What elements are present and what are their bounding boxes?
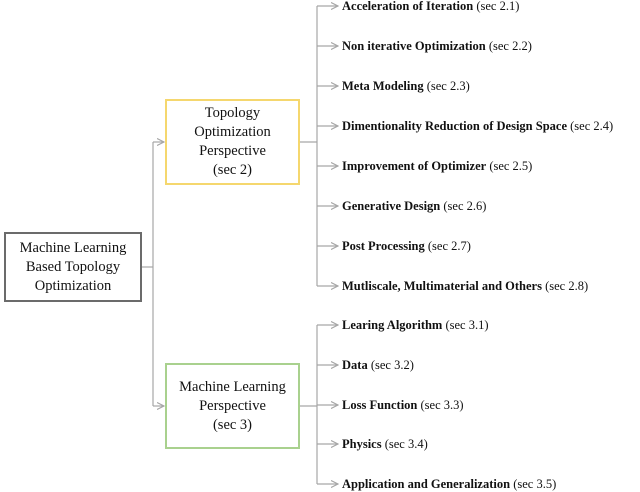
root-line: Based Topology [25, 258, 121, 275]
leaf-title: Data [342, 358, 368, 372]
leaf-section: (sec 2.6) [440, 199, 487, 213]
leaf-title: Dimentionality Reduction of Design Space [342, 119, 567, 133]
topology-optimization-node: Topology Optimization Perspective (sec 2… [165, 99, 300, 185]
branch-line: Perspective [199, 397, 266, 414]
leaf-item: Improvement of Optimizer (sec 2.5) [342, 158, 532, 174]
leaf-item: Data (sec 3.2) [342, 357, 414, 373]
leaf-item: Application and Generalization (sec 3.5) [342, 476, 556, 492]
leaf-item: Physics (sec 3.4) [342, 436, 428, 452]
leaf-title: Acceleration of Iteration [342, 0, 474, 13]
leaf-section: (sec 3.4) [381, 437, 428, 451]
branch-line: Topology [204, 105, 261, 121]
leaf-section: (sec 2.4) [567, 119, 614, 133]
leaf-section: (sec 3.2) [367, 358, 414, 372]
leaf-section: (sec 3.3) [417, 398, 464, 412]
root-node: Machine Learning Based Topology Optimiza… [4, 232, 142, 302]
root-line: Optimization [34, 277, 112, 294]
branch-line: Perspective [199, 143, 266, 159]
leaf-item: Loss Function (sec 3.3) [342, 397, 464, 413]
leaf-item: Mutliscale, Multimaterial and Others (se… [342, 278, 588, 294]
leaf-title: Generative Design [342, 199, 441, 213]
branch-line: (sec 2) [212, 162, 253, 178]
leaf-section: (sec 2.2) [485, 39, 532, 53]
leaf-title: Non iterative Optimization [342, 39, 486, 53]
machine-learning-node: Machine Learning Perspective (sec 3) [165, 363, 300, 449]
leaf-item: Generative Design (sec 2.6) [342, 198, 486, 214]
leaf-title: Improvement of Optimizer [342, 159, 487, 173]
leaf-section: (sec 2.5) [486, 159, 533, 173]
leaf-section: (sec 3.1) [442, 318, 489, 332]
leaf-section: (sec 2.3) [423, 79, 470, 93]
leaf-section: (sec 2.7) [424, 239, 471, 253]
leaf-item: Acceleration of Iteration (sec 2.1) [342, 0, 519, 14]
leaf-title: Application and Generalization [342, 477, 511, 491]
leaf-title: Loss Function [342, 398, 418, 412]
leaf-section: (sec 3.5) [510, 477, 557, 491]
leaf-section: (sec 2.1) [473, 0, 520, 13]
leaf-title: Post Processing [342, 239, 425, 253]
branch-line: Optimization [194, 124, 271, 140]
branch-line: Machine Learning [179, 378, 286, 395]
leaf-title: Learing Algorithm [342, 318, 443, 332]
leaf-title: Meta Modeling [342, 79, 424, 93]
branch-line: (sec 3) [212, 416, 253, 433]
leaf-title: Mutliscale, Multimaterial and Others [342, 279, 542, 293]
leaf-item: Dimentionality Reduction of Design Space… [342, 118, 613, 134]
leaf-section: (sec 2.8) [541, 279, 589, 293]
root-line: Machine Learning [19, 239, 127, 256]
leaf-item: Post Processing (sec 2.7) [342, 238, 471, 254]
leaf-item: Meta Modeling (sec 2.3) [342, 78, 470, 94]
leaf-item: Learing Algorithm (sec 3.1) [342, 317, 489, 333]
leaf-title: Physics [342, 437, 382, 451]
leaf-item: Non iterative Optimization (sec 2.2) [342, 38, 532, 54]
